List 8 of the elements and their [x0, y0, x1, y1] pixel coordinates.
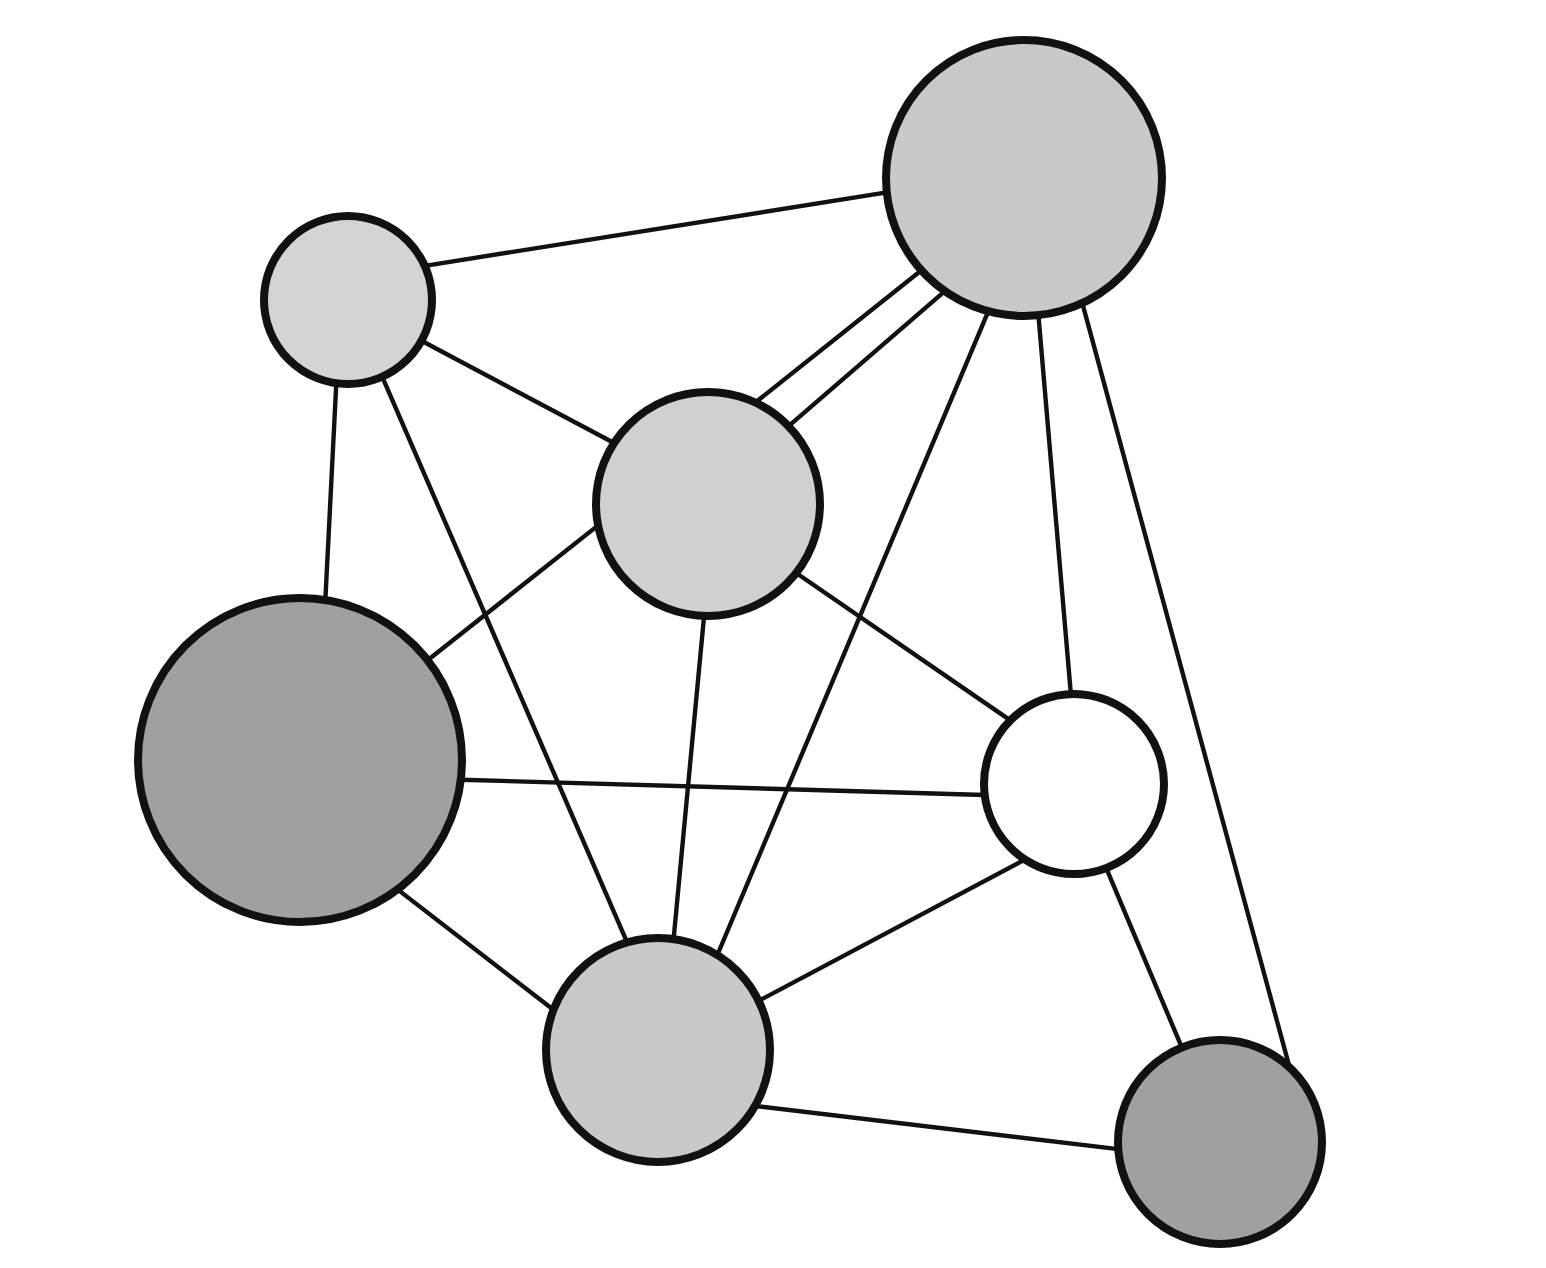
connector-line: [395, 887, 556, 1013]
connector-line: [753, 268, 924, 405]
connector-line: [419, 338, 617, 446]
connector-line: [786, 288, 948, 429]
connector-line: [756, 857, 1028, 1004]
connector-line: [715, 309, 991, 958]
connector-line: [379, 374, 630, 945]
connector-line: [794, 570, 1013, 723]
